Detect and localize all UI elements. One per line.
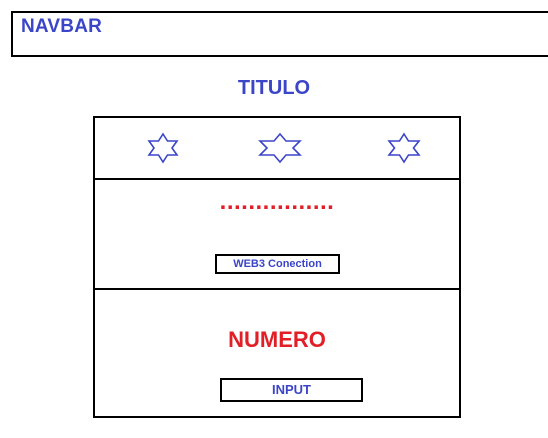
navbar: [11, 11, 548, 57]
page-title: TITULO: [237, 77, 311, 99]
connect-section: ................ WEB3 Conection: [95, 180, 459, 290]
web3-connection-button[interactable]: WEB3 Conection: [215, 254, 340, 274]
number-label: NUMERO: [228, 327, 326, 352]
navbar-label: NAVBAR: [21, 16, 103, 37]
dotted-placeholder: ................: [219, 188, 335, 215]
star-row: [95, 118, 459, 180]
star-of-david-icon: [147, 132, 179, 164]
star-of-david-icon: [258, 132, 302, 164]
main-frame: ................ WEB3 Conection NUMERO I…: [93, 116, 461, 418]
number-section: NUMERO INPUT: [95, 290, 459, 416]
star-of-david-icon: [387, 132, 421, 164]
number-input[interactable]: INPUT: [220, 378, 363, 402]
